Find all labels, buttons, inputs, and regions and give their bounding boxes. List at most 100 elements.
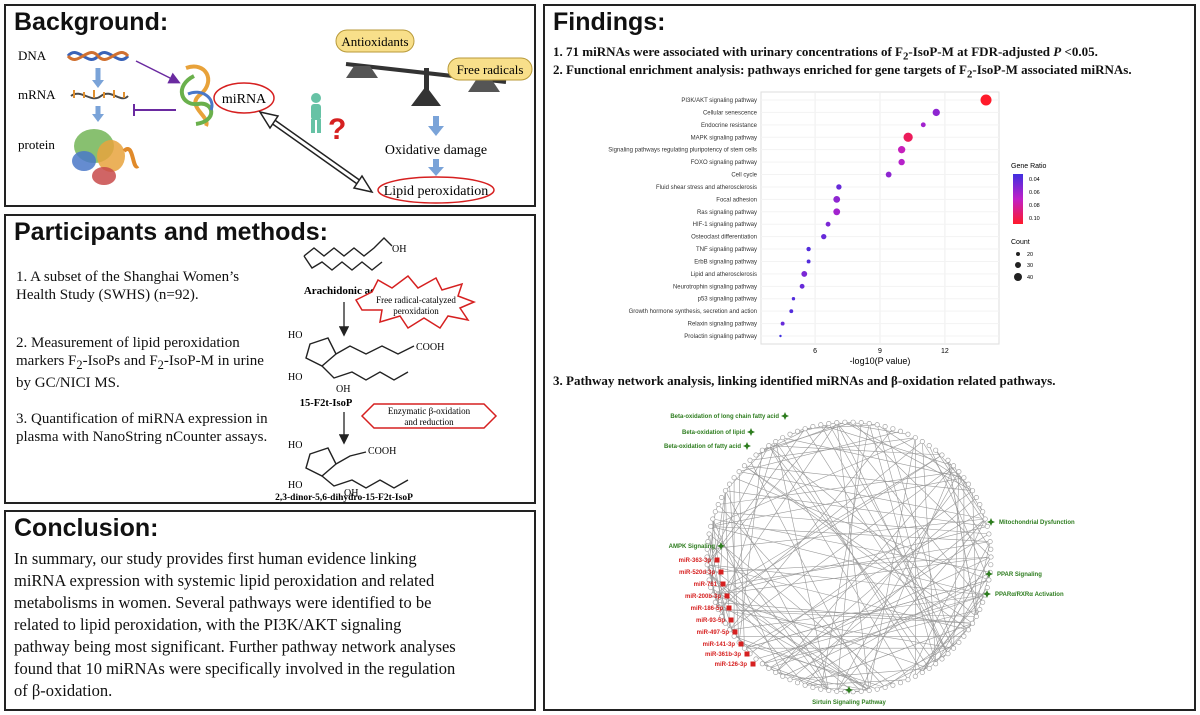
dinor-oh: OH <box>344 488 358 499</box>
network-label: Beta-oxidation of fatty acid <box>664 444 741 450</box>
gene-node <box>858 420 864 426</box>
category-label: Cell cycle <box>731 173 757 179</box>
background-panel: Background: DNA mRNA protein <box>4 4 536 207</box>
category-label: Signaling pathways regulating pluripoten… <box>608 148 757 154</box>
findings-title: Findings: <box>553 8 666 36</box>
x-tick-label: 9 <box>878 348 882 355</box>
conclusion-title: Conclusion: <box>14 514 159 542</box>
conclusion-line: metabolisms in women. Several pathways w… <box>14 593 432 612</box>
pathway-node <box>747 428 755 436</box>
gene-ratio-tick: 0.04 <box>1029 177 1040 183</box>
mirna-node <box>720 581 726 587</box>
gene-node <box>787 677 793 683</box>
category-label: Endocrine resistance <box>701 123 758 129</box>
data-point <box>833 195 841 203</box>
isop-oh: OH <box>336 384 350 395</box>
gene-node <box>727 481 733 487</box>
network-label: miR-761 <box>694 582 718 588</box>
count-legend-dot <box>1016 252 1020 256</box>
category-label: Neurotrophin signaling pathway <box>673 284 757 290</box>
network-edge <box>715 454 943 603</box>
network-edge <box>710 490 726 588</box>
gene-node <box>874 686 880 692</box>
network-edge <box>744 465 969 631</box>
gene-node <box>715 607 721 613</box>
network-label: PPARα/RXRα Activation <box>995 592 1064 598</box>
gene-node <box>988 546 994 552</box>
methods-panel: Participants and methods: 1. A subset of… <box>4 214 536 504</box>
network-edge <box>707 564 969 631</box>
protein-label: protein <box>18 137 55 152</box>
category-label: Cellular senescence <box>703 110 758 116</box>
network-edge <box>725 490 988 527</box>
gene-node <box>912 435 918 441</box>
network-edge <box>768 445 909 680</box>
x-axis-label: -log10(P value) <box>850 356 911 366</box>
gene-node <box>759 447 765 453</box>
network-edge <box>935 450 988 527</box>
network-edge <box>749 490 973 654</box>
mirna-node <box>744 651 750 657</box>
gene-node <box>719 614 725 620</box>
count-legend-tick: 30 <box>1027 263 1033 269</box>
gene-node <box>731 475 737 481</box>
gene-node <box>708 585 714 591</box>
count-legend-dot <box>1014 273 1022 281</box>
free-radicals-box <box>447 57 533 81</box>
gene-ratio-tick: 0.08 <box>1029 203 1040 209</box>
method-item-1: 1. A subset of the Shanghai Women’s Heal… <box>16 269 240 303</box>
mirna-node <box>738 641 744 647</box>
network-edge <box>749 460 870 691</box>
network-edge <box>717 504 886 688</box>
peroxidation-label: peroxidation <box>393 306 439 316</box>
gene-node <box>810 684 816 690</box>
count-legend-tick: 20 <box>1027 252 1033 258</box>
data-point <box>833 208 841 216</box>
network-edge <box>876 424 943 660</box>
network-edge <box>805 424 878 429</box>
count-legend-dot <box>1015 262 1021 268</box>
network-edge <box>836 471 960 692</box>
gene-node <box>988 554 994 560</box>
isop-ho-2: HO <box>288 372 302 383</box>
finding-1: 1. 71 miRNAs were associated with urinar… <box>553 44 1098 63</box>
gene-node <box>826 687 832 693</box>
gene-node <box>766 665 772 671</box>
gene-node <box>712 599 718 605</box>
gene-node <box>984 523 990 529</box>
mirna-oval <box>213 82 275 114</box>
conclusion-line: miRNA expression with systemic lipid per… <box>14 571 435 590</box>
conclusion-line: In summary, our study provides first hum… <box>14 549 417 568</box>
network-edge <box>718 441 923 610</box>
gene-node <box>961 475 967 481</box>
network-edge <box>789 668 930 680</box>
network-label: miR-361b-3p <box>705 652 741 658</box>
gene-node <box>882 423 888 429</box>
network-edge <box>922 441 992 550</box>
network-label: miR-141-3p <box>703 642 736 648</box>
network-edge <box>762 663 837 692</box>
gene-node <box>951 645 957 651</box>
gene-node <box>706 577 712 583</box>
network-label: miR-497-5p <box>697 630 730 636</box>
gene-node <box>965 627 971 633</box>
mirna-inhibits-mrna <box>133 104 176 116</box>
pathway-node <box>743 442 751 450</box>
network-edge <box>797 572 991 683</box>
antioxidants-label: Antioxidants <box>341 34 408 49</box>
network-edge <box>947 460 986 520</box>
category-label: Relaxin signaling pathway <box>688 322 757 328</box>
gene-node <box>919 438 925 444</box>
network-edge <box>922 541 991 673</box>
mirna-node <box>726 605 732 611</box>
data-point <box>801 270 808 277</box>
gene-node <box>727 627 733 633</box>
network-edge <box>836 422 983 603</box>
network-edge <box>805 679 909 686</box>
network-edge <box>715 511 989 535</box>
lipid-peroxidation-label: Lipid peroxidation <box>384 184 489 199</box>
dinor-label: 2,3-dinor-5,6-dihydro-15-F2t-IsoP <box>275 493 413 502</box>
network-label: miR-200b-3p <box>685 594 721 600</box>
pathway-node <box>845 686 853 694</box>
